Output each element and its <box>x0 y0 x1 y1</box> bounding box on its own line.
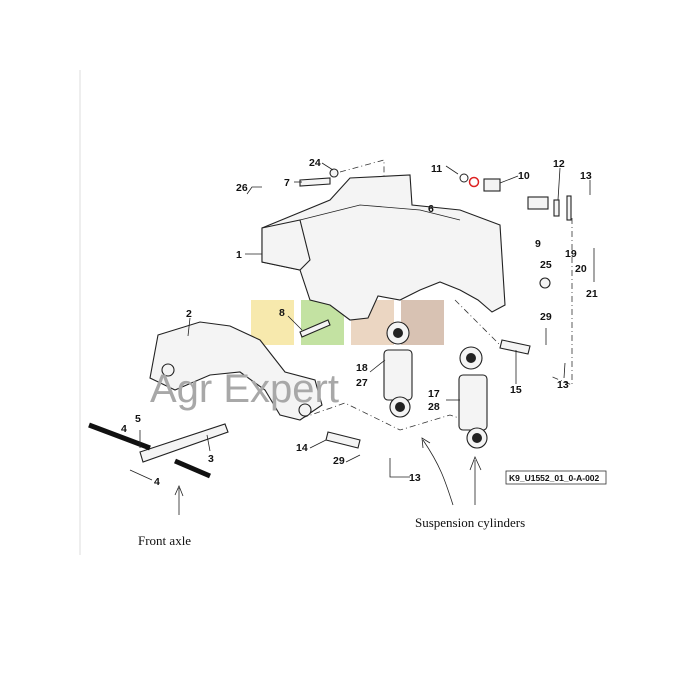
callout-29b: 29 <box>333 455 345 467</box>
front-support-frame <box>261 174 506 321</box>
callout-2: 2 <box>186 308 192 320</box>
pin-3 <box>139 423 229 463</box>
plate-12 <box>553 199 560 217</box>
callout-15: 15 <box>510 384 522 396</box>
callout-26: 26 <box>236 182 248 194</box>
callout-12: 12 <box>553 158 565 170</box>
callout-4b: 4 <box>154 476 160 488</box>
callout-7: 7 <box>284 177 290 189</box>
callout-8: 8 <box>279 307 285 319</box>
callout-27: 27 <box>356 377 368 389</box>
callout-9: 9 <box>535 238 541 250</box>
o-ring-red <box>468 176 480 188</box>
callout-3: 3 <box>208 453 214 465</box>
suspension-cylinder-18 <box>383 321 413 418</box>
annotation-arrows <box>174 437 482 515</box>
callout-4a: 4 <box>121 423 127 435</box>
seal-11 <box>459 173 469 183</box>
pin-15 <box>499 339 531 355</box>
leader-lines <box>129 162 595 481</box>
callout-24: 24 <box>309 157 321 169</box>
suspension-cylinders-caption: Suspension cylinders <box>415 515 525 530</box>
callout-13b: 13 <box>557 379 569 391</box>
drawing-code-box <box>505 470 607 485</box>
callout-13c: 13 <box>409 472 421 484</box>
axle-mark-left <box>88 422 151 451</box>
callout-17: 17 <box>428 388 440 400</box>
washer-24 <box>329 168 339 178</box>
pin-9 <box>527 196 549 210</box>
callout-19: 19 <box>565 248 577 260</box>
front-axle-caption: Front axle <box>138 533 191 548</box>
bolt-8 <box>299 319 331 338</box>
pin-14 <box>325 431 361 449</box>
drawing-code: K9_U1552_01_0-A-002 <box>509 473 600 483</box>
callout-29a: 29 <box>540 311 552 323</box>
callout-14: 14 <box>296 442 308 454</box>
callout-25: 25 <box>540 259 552 271</box>
watermark-text: Agr Expert <box>150 367 339 411</box>
callout-5: 5 <box>135 413 141 425</box>
callout-28: 28 <box>428 401 440 413</box>
callout-18: 18 <box>356 362 368 374</box>
callout-10: 10 <box>518 170 530 182</box>
callout-13a: 13 <box>580 170 592 182</box>
bolt-7 <box>299 177 331 187</box>
bushing-10 <box>483 178 501 192</box>
callout-1: 1 <box>236 249 242 261</box>
plate-19 <box>566 195 572 221</box>
cap-25 <box>539 277 551 289</box>
callout-20: 20 <box>575 263 587 275</box>
axle-support <box>149 321 323 421</box>
callout-6: 6 <box>428 203 434 215</box>
callout-11: 11 <box>431 163 442 175</box>
callout-labels: 24 7 26 11 10 12 13 6 9 19 20 21 25 1 2 … <box>121 157 598 488</box>
axle-mark-right <box>174 458 211 479</box>
suspension-cylinder-17 <box>458 346 488 449</box>
callout-21: 21 <box>586 288 598 300</box>
tractor-tile <box>251 300 294 345</box>
